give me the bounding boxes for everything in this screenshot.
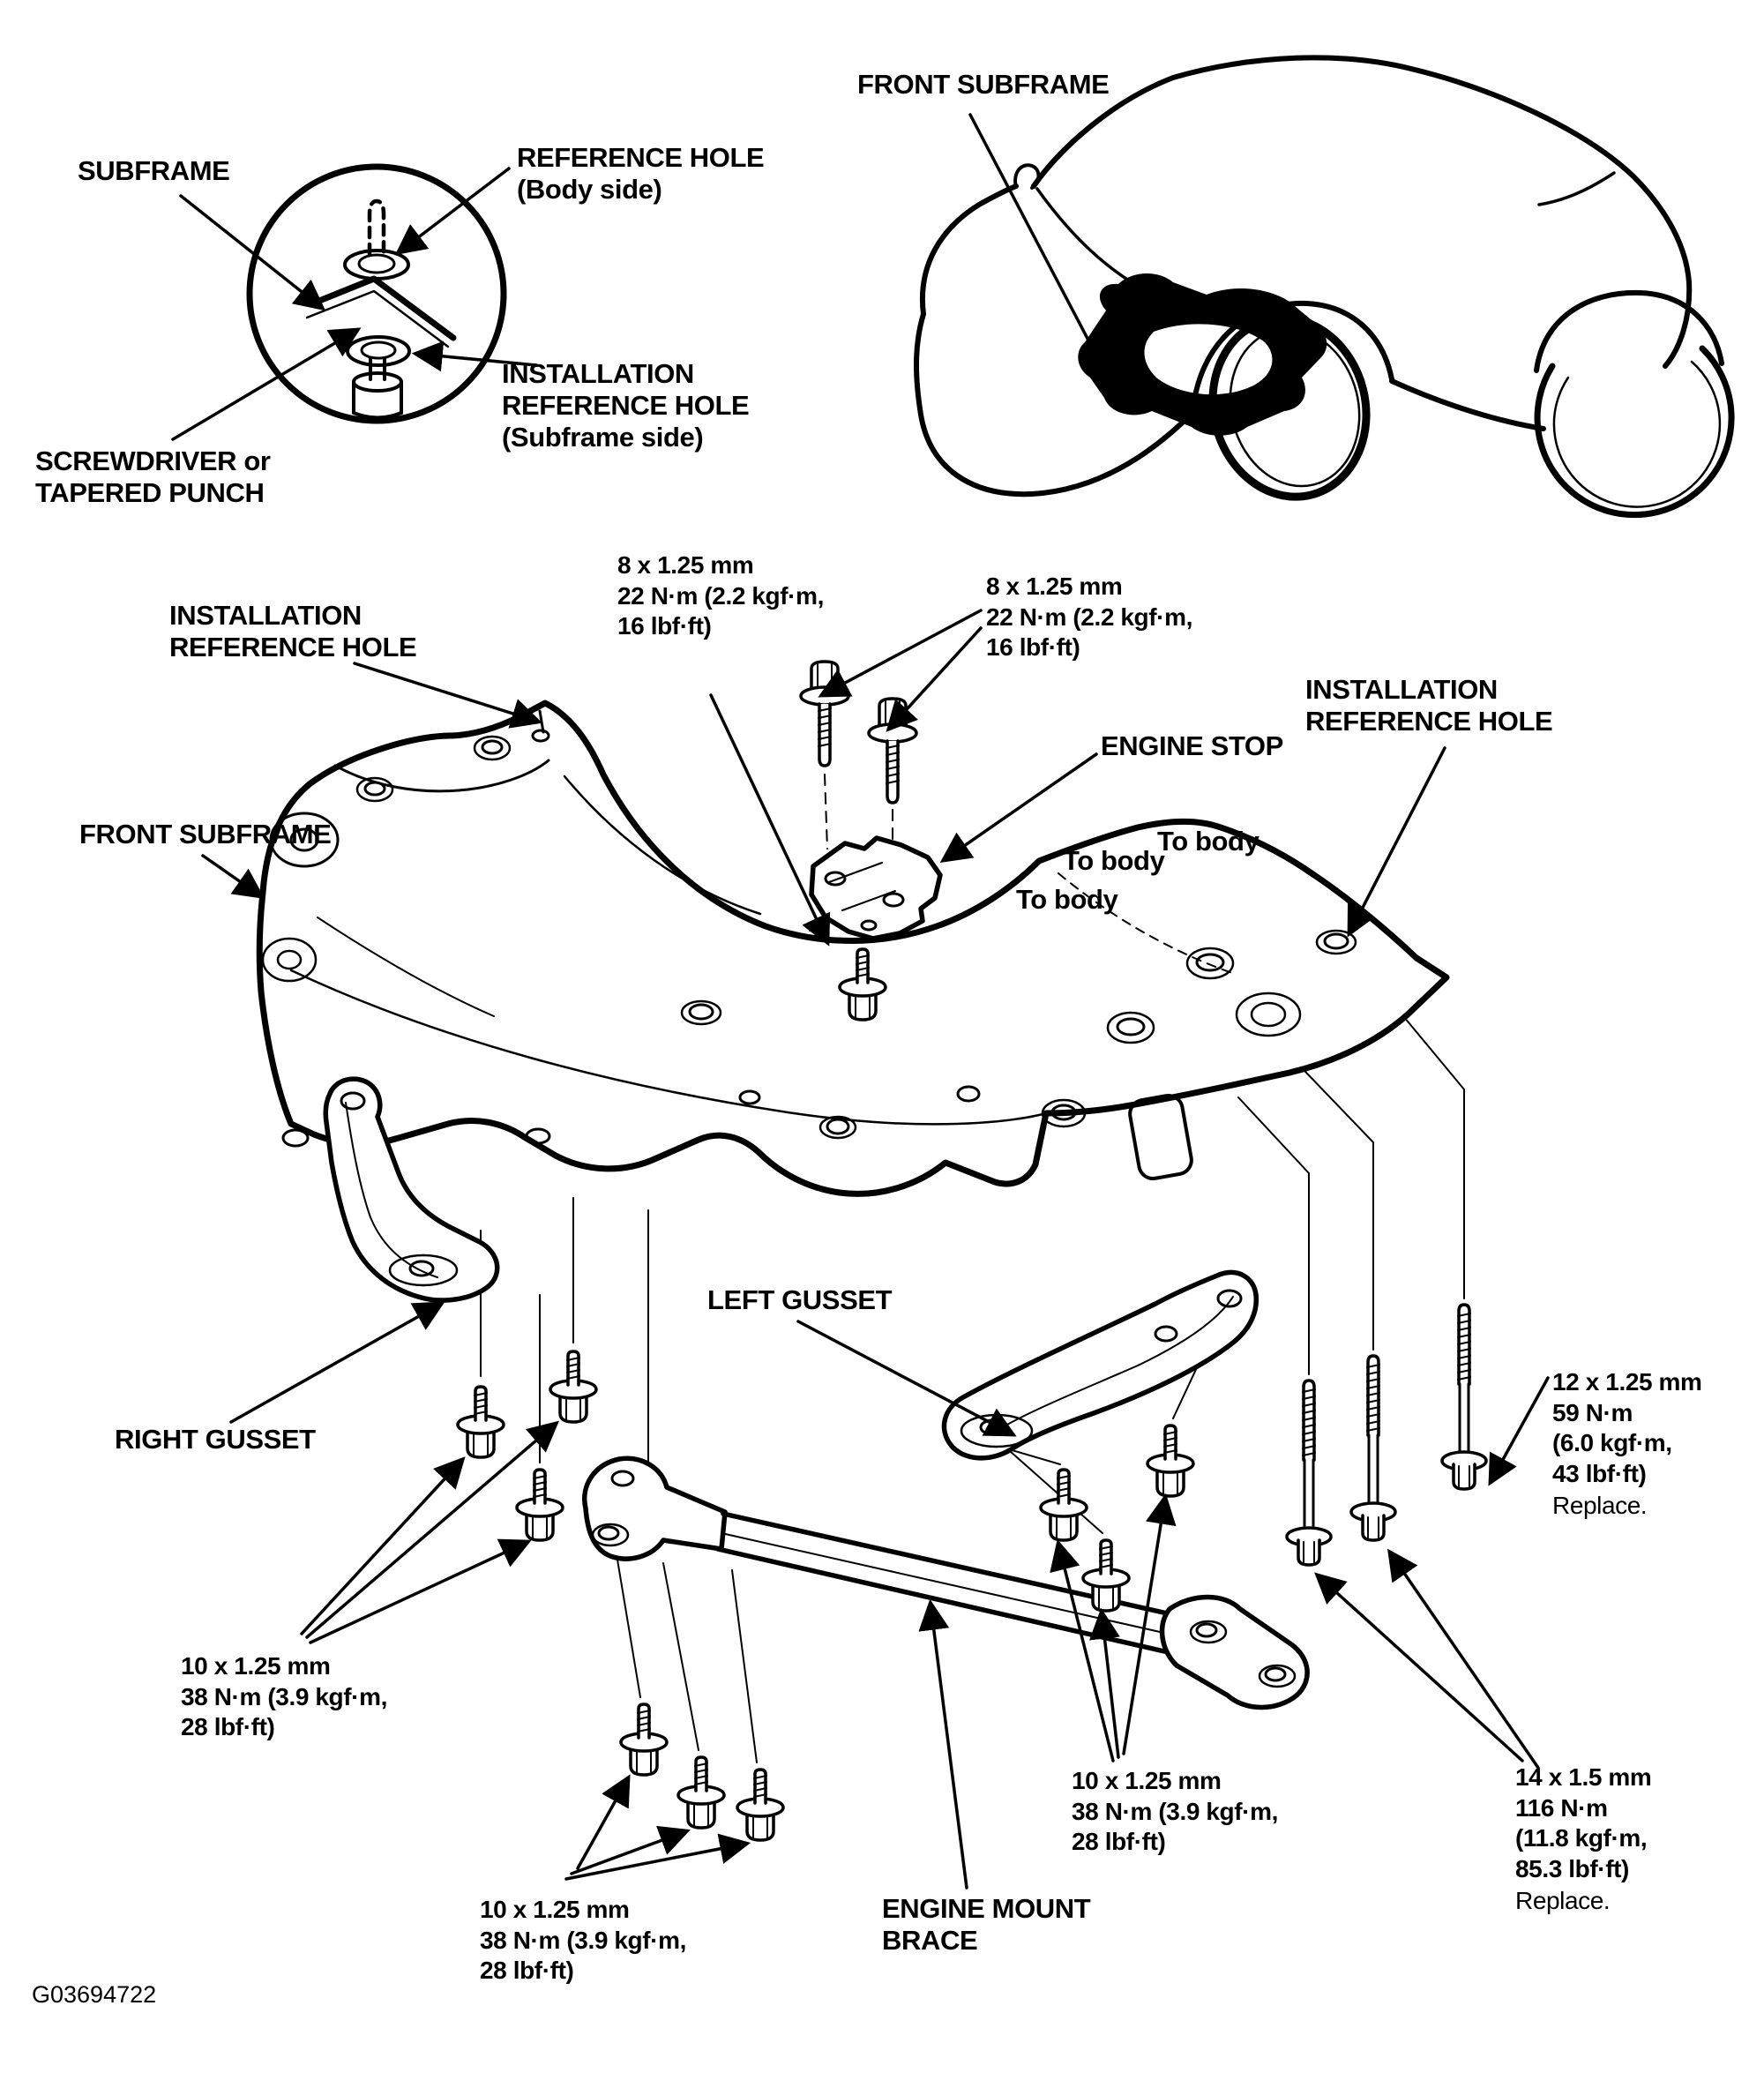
bolt-10mm-brace-left-3 — [736, 1768, 785, 1842]
engine-stop-label: ENGINE STOP — [1101, 730, 1283, 761]
bolt-10mm-left-gusset-2 — [1081, 1538, 1131, 1613]
bolt-10mm-right-gusset-1 — [456, 1385, 505, 1459]
right-gusset-drawing — [323, 1076, 500, 1303]
bolt-spec-8mm-right-label: 8 x 1.25 mm 22 N·m (2.2 kgf·m, 16 lbf·ft… — [986, 573, 1192, 662]
spec-10mm-1-arrow-b — [305, 1420, 559, 1639]
bolt-spec-8mm-top-label: 8 x 1.25 mm 22 N·m (2.2 kgf·m, 16 lbf·ft… — [617, 551, 824, 640]
engine-mount-brace-arrow — [918, 1598, 968, 1890]
bolt-spec-8mm-top-arrow — [709, 693, 831, 947]
highlighted-subframe-blob — [1078, 273, 1327, 436]
installation-reference-hole-left-label: INSTALLATION REFERENCE HOLE — [169, 600, 417, 662]
installation-reference-hole-right-arrow — [1347, 746, 1446, 938]
front-subframe-main-label: FRONT SUBFRAME — [79, 819, 332, 849]
bolt-spec-14mm-replace-note: Replace. — [1515, 1887, 1611, 1914]
spec-14mm-arrow-b — [1387, 1548, 1540, 1770]
spec-10mm-2-arrow-c — [564, 1833, 751, 1881]
screwdriver-leader-arrow — [171, 327, 362, 441]
spec-10mm-3-arrow-b — [1089, 1607, 1120, 1759]
subframe-leader-arrow — [179, 194, 326, 311]
spec-10mm-2-arrow-b — [570, 1825, 691, 1875]
bolt-spec-10mm-right-gusset-label: 10 x 1.25 mm 38 N·m (3.9 kgf·m, 28 lbf·f… — [181, 1652, 387, 1741]
bolt-spec-12mm-replace-note: Replace. — [1552, 1492, 1648, 1519]
installation-reference-hole-leader-arrow — [411, 341, 538, 372]
label-leader-arrows — [201, 609, 1550, 1890]
bolt-8mm-engine-stop-1 — [799, 660, 850, 767]
bolt-spec-12mm-label: 12 x 1.25 mm 59 N·m (6.0 kgf·m, 43 lbf·f… — [1552, 1368, 1702, 1488]
left-gusset-arrow — [796, 1320, 1017, 1437]
bolt-14mm-subframe-1 — [1285, 1379, 1333, 1567]
bolt-10mm-right-gusset-2 — [549, 1350, 598, 1424]
front-subframe-car-leader-arrow — [968, 113, 1107, 375]
engine-mount-brace-drawing — [582, 1456, 1310, 1710]
front-subframe-car-label: FRONT SUBFRAME — [857, 69, 1110, 100]
bolt-spec-8mm-right-arrow-1 — [818, 609, 983, 698]
spec-10mm-3-arrow-a — [1050, 1538, 1115, 1762]
figure-id: G03694722 — [32, 1981, 157, 2008]
front-subframe-main-arrow — [201, 854, 265, 900]
engine-stop-arrow — [939, 752, 1098, 863]
installation-reference-hole-subframe-side-label: INSTALLATION REFERENCE HOLE (Subframe si… — [502, 358, 750, 453]
reference-hole-leader-arrow — [394, 167, 511, 256]
spec-10mm-2-arrow-a — [576, 1774, 631, 1870]
spec-14mm-arrow-a — [1314, 1572, 1524, 1762]
right-gusset-label: RIGHT GUSSET — [115, 1424, 316, 1455]
spec-10mm-1-arrow-c — [309, 1538, 532, 1644]
left-gusset-label: LEFT GUSSET — [707, 1284, 893, 1315]
to-body-left-label: To body — [1016, 884, 1118, 915]
bolt-10mm-right-gusset-3 — [515, 1468, 564, 1542]
spec-12mm-arrow — [1488, 1376, 1550, 1486]
bolt-10mm-left-gusset-1 — [1039, 1468, 1088, 1542]
engine-stop-bracket — [809, 835, 943, 941]
bolt-10mm-brace-left-1 — [619, 1703, 669, 1777]
bolt-8mm-engine-stop-2 — [867, 697, 918, 805]
spec-10mm-3-arrow-c — [1122, 1493, 1177, 1755]
to-body-right-label: To body — [1157, 826, 1259, 857]
installation-reference-hole-left-arrow — [353, 662, 543, 729]
front-subframe-exploded-drawing — [201, 609, 1550, 1890]
car-inset-drawing — [914, 55, 1735, 519]
bolt-spec-8mm-right-arrow-2 — [886, 626, 983, 732]
subframe-label: SUBFRAME — [78, 155, 230, 186]
bolt-spec-10mm-brace-left-label: 10 x 1.25 mm 38 N·m (3.9 kgf·m, 28 lbf·f… — [480, 1896, 686, 1985]
screwdriver-tapered-punch-label: SCREWDRIVER or TAPERED PUNCH — [35, 445, 271, 508]
reference-hole-body-side-label: REFERENCE HOLE (Body side) — [517, 142, 765, 205]
bolt-spec-10mm-left-gusset-label: 10 x 1.25 mm 38 N·m (3.9 kgf·m, 28 lbf·f… — [1072, 1767, 1278, 1856]
bolt-10mm-brace-left-2 — [676, 1755, 726, 1830]
spec-10mm-1-arrow-a — [300, 1456, 466, 1635]
bolt-10mm-left-gusset-3 — [1146, 1424, 1195, 1498]
bolt-spec-14mm-label: 14 x 1.5 mm 116 N·m (11.8 kgf·m, 85.3 lb… — [1515, 1763, 1652, 1883]
front-subframe-body — [256, 700, 1450, 1197]
to-body-middle-label: To body — [1063, 845, 1165, 876]
right-gusset-arrow — [229, 1301, 445, 1424]
bolt-14mm-subframe-2 — [1349, 1354, 1397, 1542]
engine-mount-brace-label: ENGINE MOUNT BRACE — [882, 1893, 1091, 1956]
installation-reference-hole-right-label: INSTALLATION REFERENCE HOLE — [1305, 674, 1553, 737]
bolt-12mm-subframe — [1440, 1303, 1488, 1491]
left-gusset-drawing — [941, 1269, 1259, 1461]
hole-alignment-inset-drawing — [171, 163, 538, 441]
